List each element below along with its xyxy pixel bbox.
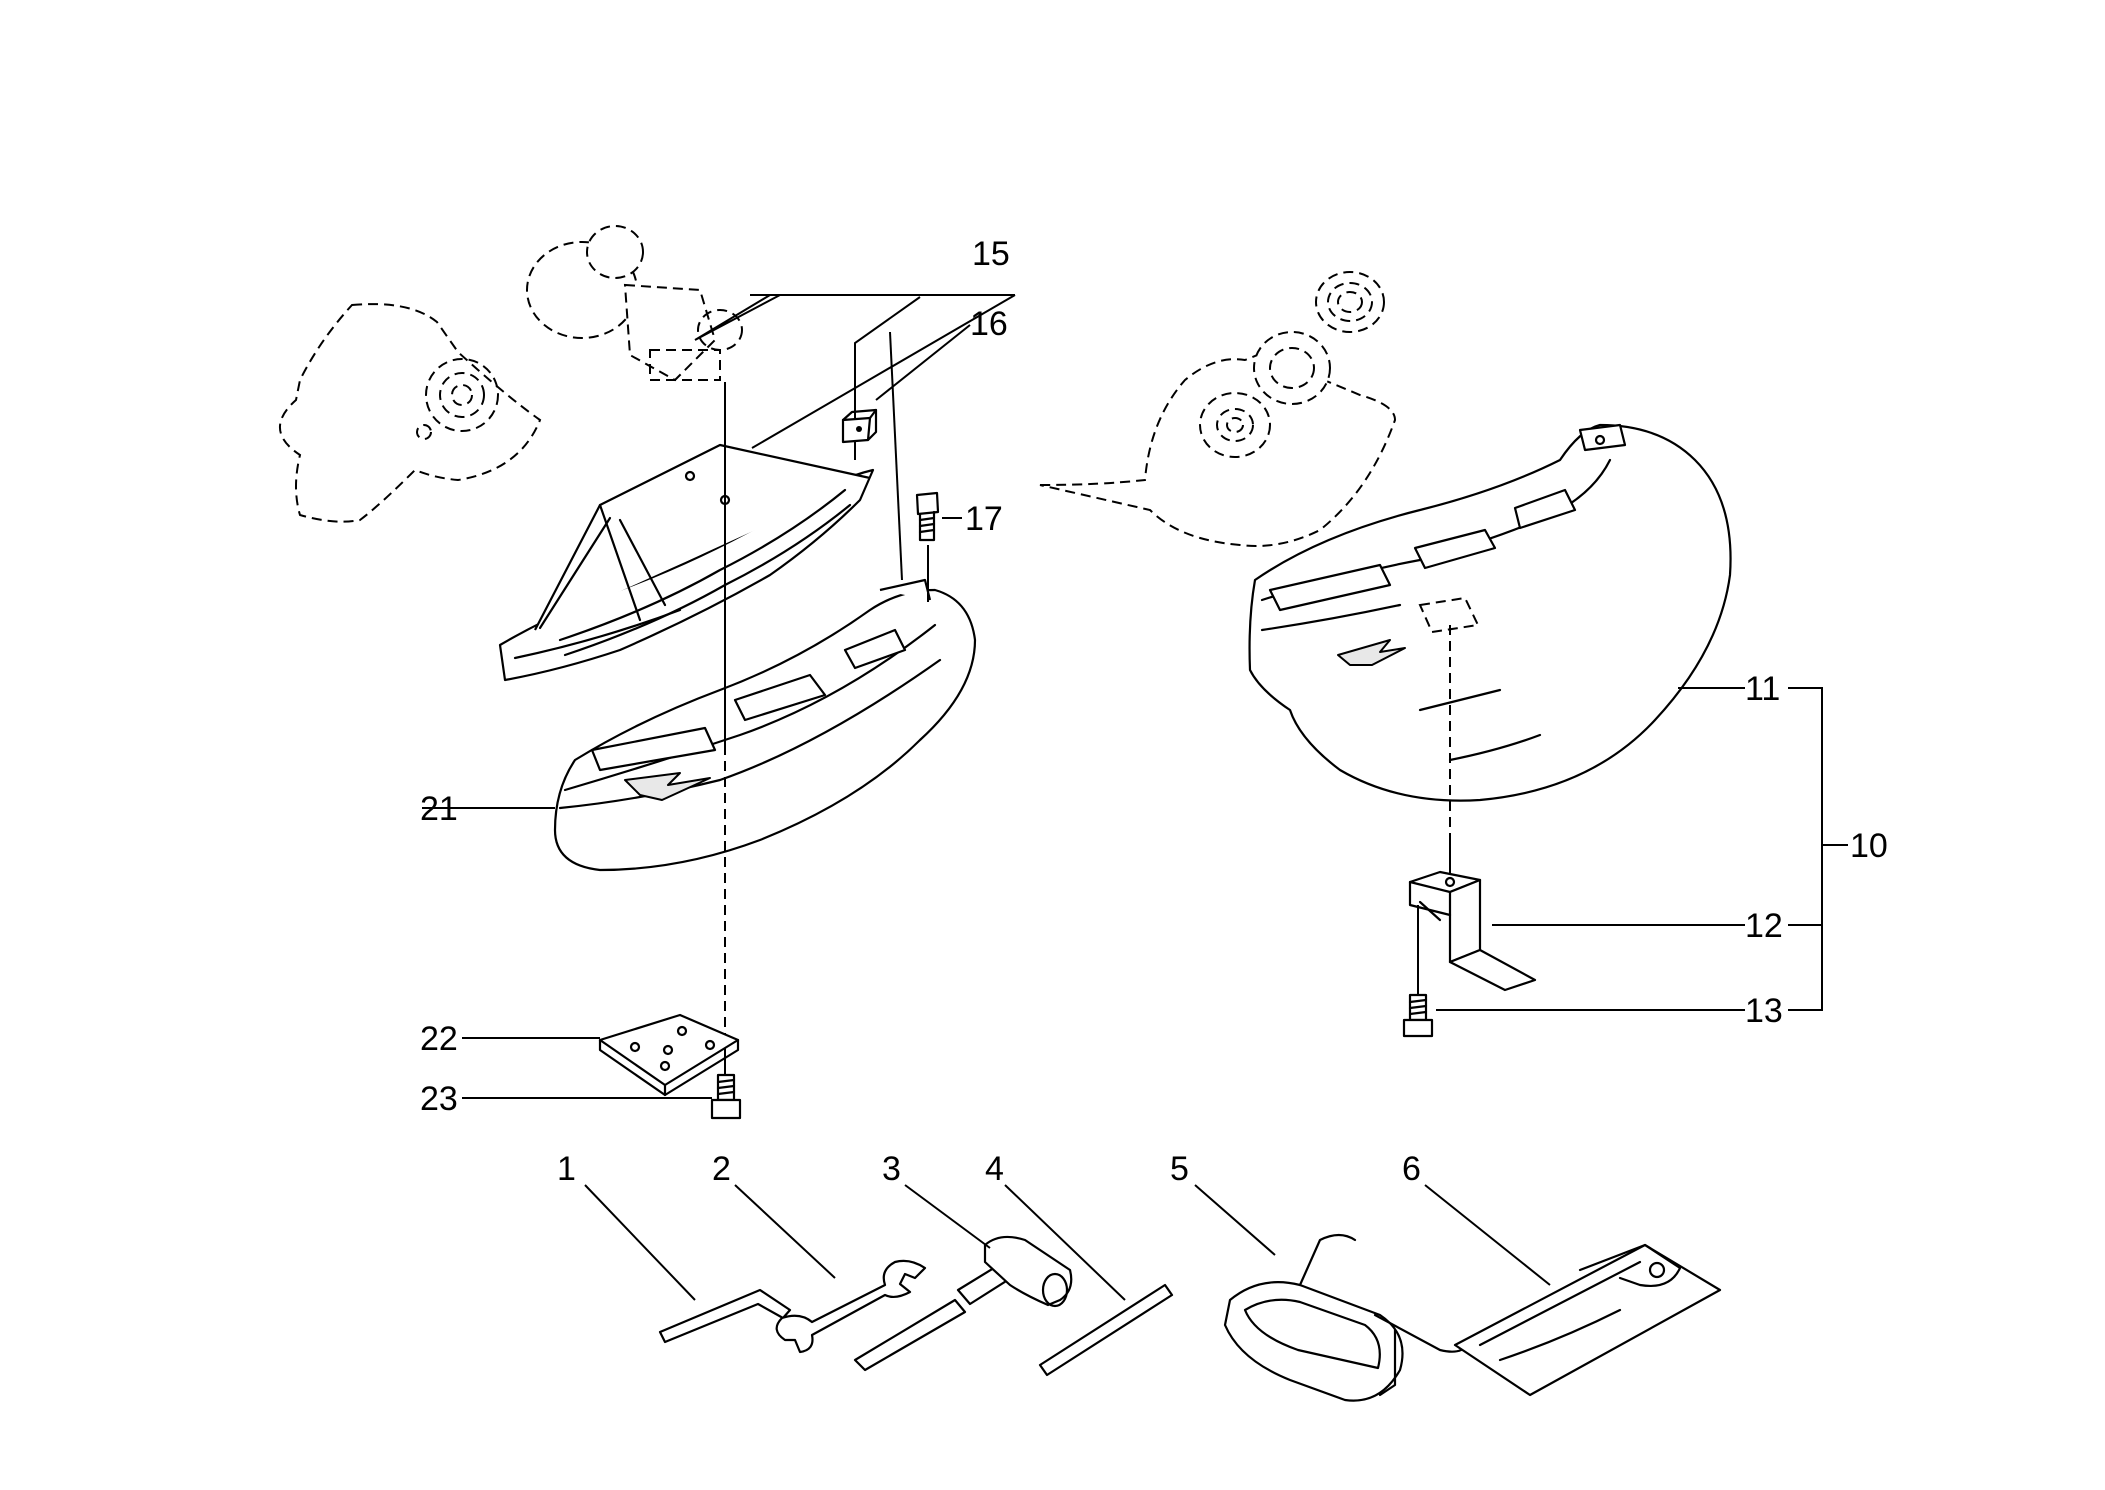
part-label-10: 10 [1850, 827, 1888, 865]
part-label-16: 16 [970, 305, 1008, 343]
part-label-2: 2 [712, 1150, 731, 1188]
part-label-4: 4 [985, 1150, 1004, 1188]
part-label-22: 22 [420, 1020, 458, 1058]
box-spanner-icon [853, 1235, 1073, 1372]
part-label-5: 5 [1170, 1150, 1189, 1188]
line-guard-icon [553, 578, 977, 872]
phantom-saw-blade-icon [1039, 271, 1397, 547]
bolt-17-icon [915, 491, 940, 542]
part-label-21: 21 [420, 790, 458, 828]
part-label-23: 23 [420, 1080, 458, 1118]
bracket-icon [1408, 870, 1537, 992]
rod-icon [1038, 1283, 1174, 1377]
part-label-1: 1 [557, 1150, 576, 1188]
line-guard-top-icon [498, 443, 875, 682]
part-label-11: 11 [1745, 670, 1780, 708]
part-label-13: 13 [1745, 992, 1783, 1030]
plate-icon [598, 1013, 740, 1097]
bolt-23-icon [710, 1073, 742, 1120]
bolt-13-icon [1402, 905, 1434, 1038]
nut-icon [841, 408, 878, 444]
blade-guard-icon [1248, 423, 1732, 802]
part-label-3: 3 [882, 1150, 901, 1188]
wrench-icon [775, 1259, 927, 1354]
hex-key-icon [658, 1288, 792, 1344]
goggles-icon [1223, 1233, 1470, 1402]
tool-bag-icon [1453, 1243, 1722, 1397]
phantom-cutter-blade-icon [279, 303, 542, 523]
part-label-17: 17 [965, 500, 1003, 538]
part-label-6: 6 [1402, 1150, 1421, 1188]
part-label-12: 12 [1745, 907, 1783, 945]
part-label-15: 15 [972, 235, 1010, 273]
phantom-gear-head-icon [526, 225, 743, 382]
